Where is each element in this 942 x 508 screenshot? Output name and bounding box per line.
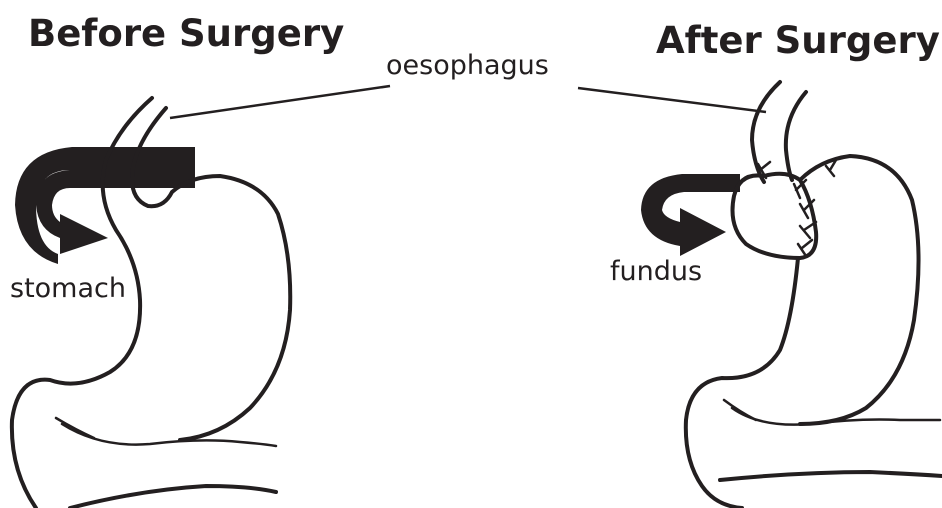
- after-stomach-fold: [724, 400, 756, 420]
- before-stomach-outline-bottom: [70, 486, 276, 508]
- after-wrap-arrow: [641, 174, 740, 256]
- after-surgery-title: After Surgery: [656, 22, 940, 59]
- fundus-label: fundus: [610, 258, 702, 285]
- after-stomach-illustration: [641, 82, 942, 508]
- after-stomach-outline: [686, 258, 798, 508]
- after-oesophagus-leader: [578, 88, 766, 112]
- before-stomach-fold: [56, 418, 94, 438]
- oesophagus-label: oesophagus: [386, 52, 549, 79]
- before-stomach-fold: [62, 424, 276, 446]
- after-oesophagus-outline: [786, 92, 806, 180]
- after-stomach-outline: [720, 472, 942, 480]
- after-stomach-outline: [800, 156, 919, 424]
- before-oesophagus-leader: [170, 86, 390, 118]
- after-oesophagus-outline: [752, 82, 780, 182]
- stomach-label: stomach: [10, 275, 126, 302]
- after-stomach-fold: [732, 408, 940, 425]
- before-surgery-title: Before Surgery: [28, 15, 344, 52]
